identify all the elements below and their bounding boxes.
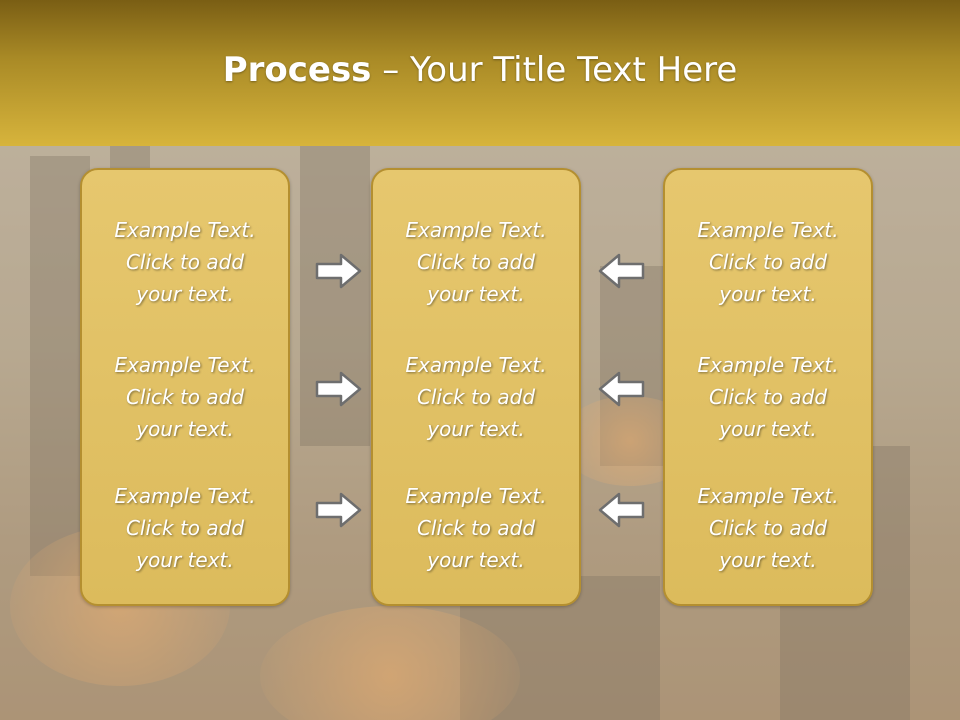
left-arrow-icon[interactable] <box>597 370 645 408</box>
text-line: your text. <box>136 548 234 572</box>
text-placeholder[interactable]: Example Text. Click to add your text. <box>373 349 579 445</box>
left-arrow-icon[interactable] <box>597 252 645 290</box>
text-line: Click to add <box>416 385 536 409</box>
text-line: your text. <box>719 548 817 572</box>
text-placeholder[interactable]: Example Text. Click to add your text. <box>82 214 288 310</box>
process-box-right[interactable]: Example Text. Click to add your text. Ex… <box>663 168 873 606</box>
text-line: Example Text. <box>114 353 256 377</box>
text-line: your text. <box>427 282 525 306</box>
text-line: your text. <box>427 417 525 441</box>
text-line: your text. <box>136 282 234 306</box>
text-placeholder[interactable]: Example Text. Click to add your text. <box>665 480 871 576</box>
text-line: Click to add <box>708 516 828 540</box>
text-line: Example Text. <box>405 353 547 377</box>
text-line: Click to add <box>125 385 245 409</box>
text-line: Example Text. <box>114 218 256 242</box>
title-bold-text: Process <box>222 50 372 90</box>
text-placeholder[interactable]: Example Text. Click to add your text. <box>82 349 288 445</box>
right-arrow-icon[interactable] <box>315 252 363 290</box>
text-line: Example Text. <box>405 218 547 242</box>
text-line: Example Text. <box>697 484 839 508</box>
right-arrow-icon[interactable] <box>315 491 363 529</box>
process-box-left[interactable]: Example Text. Click to add your text. Ex… <box>80 168 290 606</box>
text-line: Click to add <box>125 250 245 274</box>
process-box-center[interactable]: Example Text. Click to add your text. Ex… <box>371 168 581 606</box>
text-line: your text. <box>136 417 234 441</box>
text-line: Click to add <box>416 250 536 274</box>
text-line: Example Text. <box>114 484 256 508</box>
right-arrow-icon[interactable] <box>315 370 363 408</box>
text-placeholder[interactable]: Example Text. Click to add your text. <box>373 480 579 576</box>
text-line: Example Text. <box>697 353 839 377</box>
text-placeholder[interactable]: Example Text. Click to add your text. <box>665 349 871 445</box>
text-line: Click to add <box>708 250 828 274</box>
text-line: your text. <box>719 417 817 441</box>
text-line: Example Text. <box>697 218 839 242</box>
text-placeholder[interactable]: Example Text. Click to add your text. <box>373 214 579 310</box>
text-line: Click to add <box>708 385 828 409</box>
text-placeholder[interactable]: Example Text. Click to add your text. <box>82 480 288 576</box>
text-line: your text. <box>719 282 817 306</box>
title-band: Process – Your Title Text Here <box>0 0 960 146</box>
text-line: Example Text. <box>405 484 547 508</box>
text-placeholder[interactable]: Example Text. Click to add your text. <box>665 214 871 310</box>
left-arrow-icon[interactable] <box>597 491 645 529</box>
text-line: Click to add <box>416 516 536 540</box>
title-rest-text: – Your Title Text Here <box>371 50 738 90</box>
text-line: your text. <box>427 548 525 572</box>
text-line: Click to add <box>125 516 245 540</box>
slide-title[interactable]: Process – Your Title Text Here <box>0 50 960 90</box>
